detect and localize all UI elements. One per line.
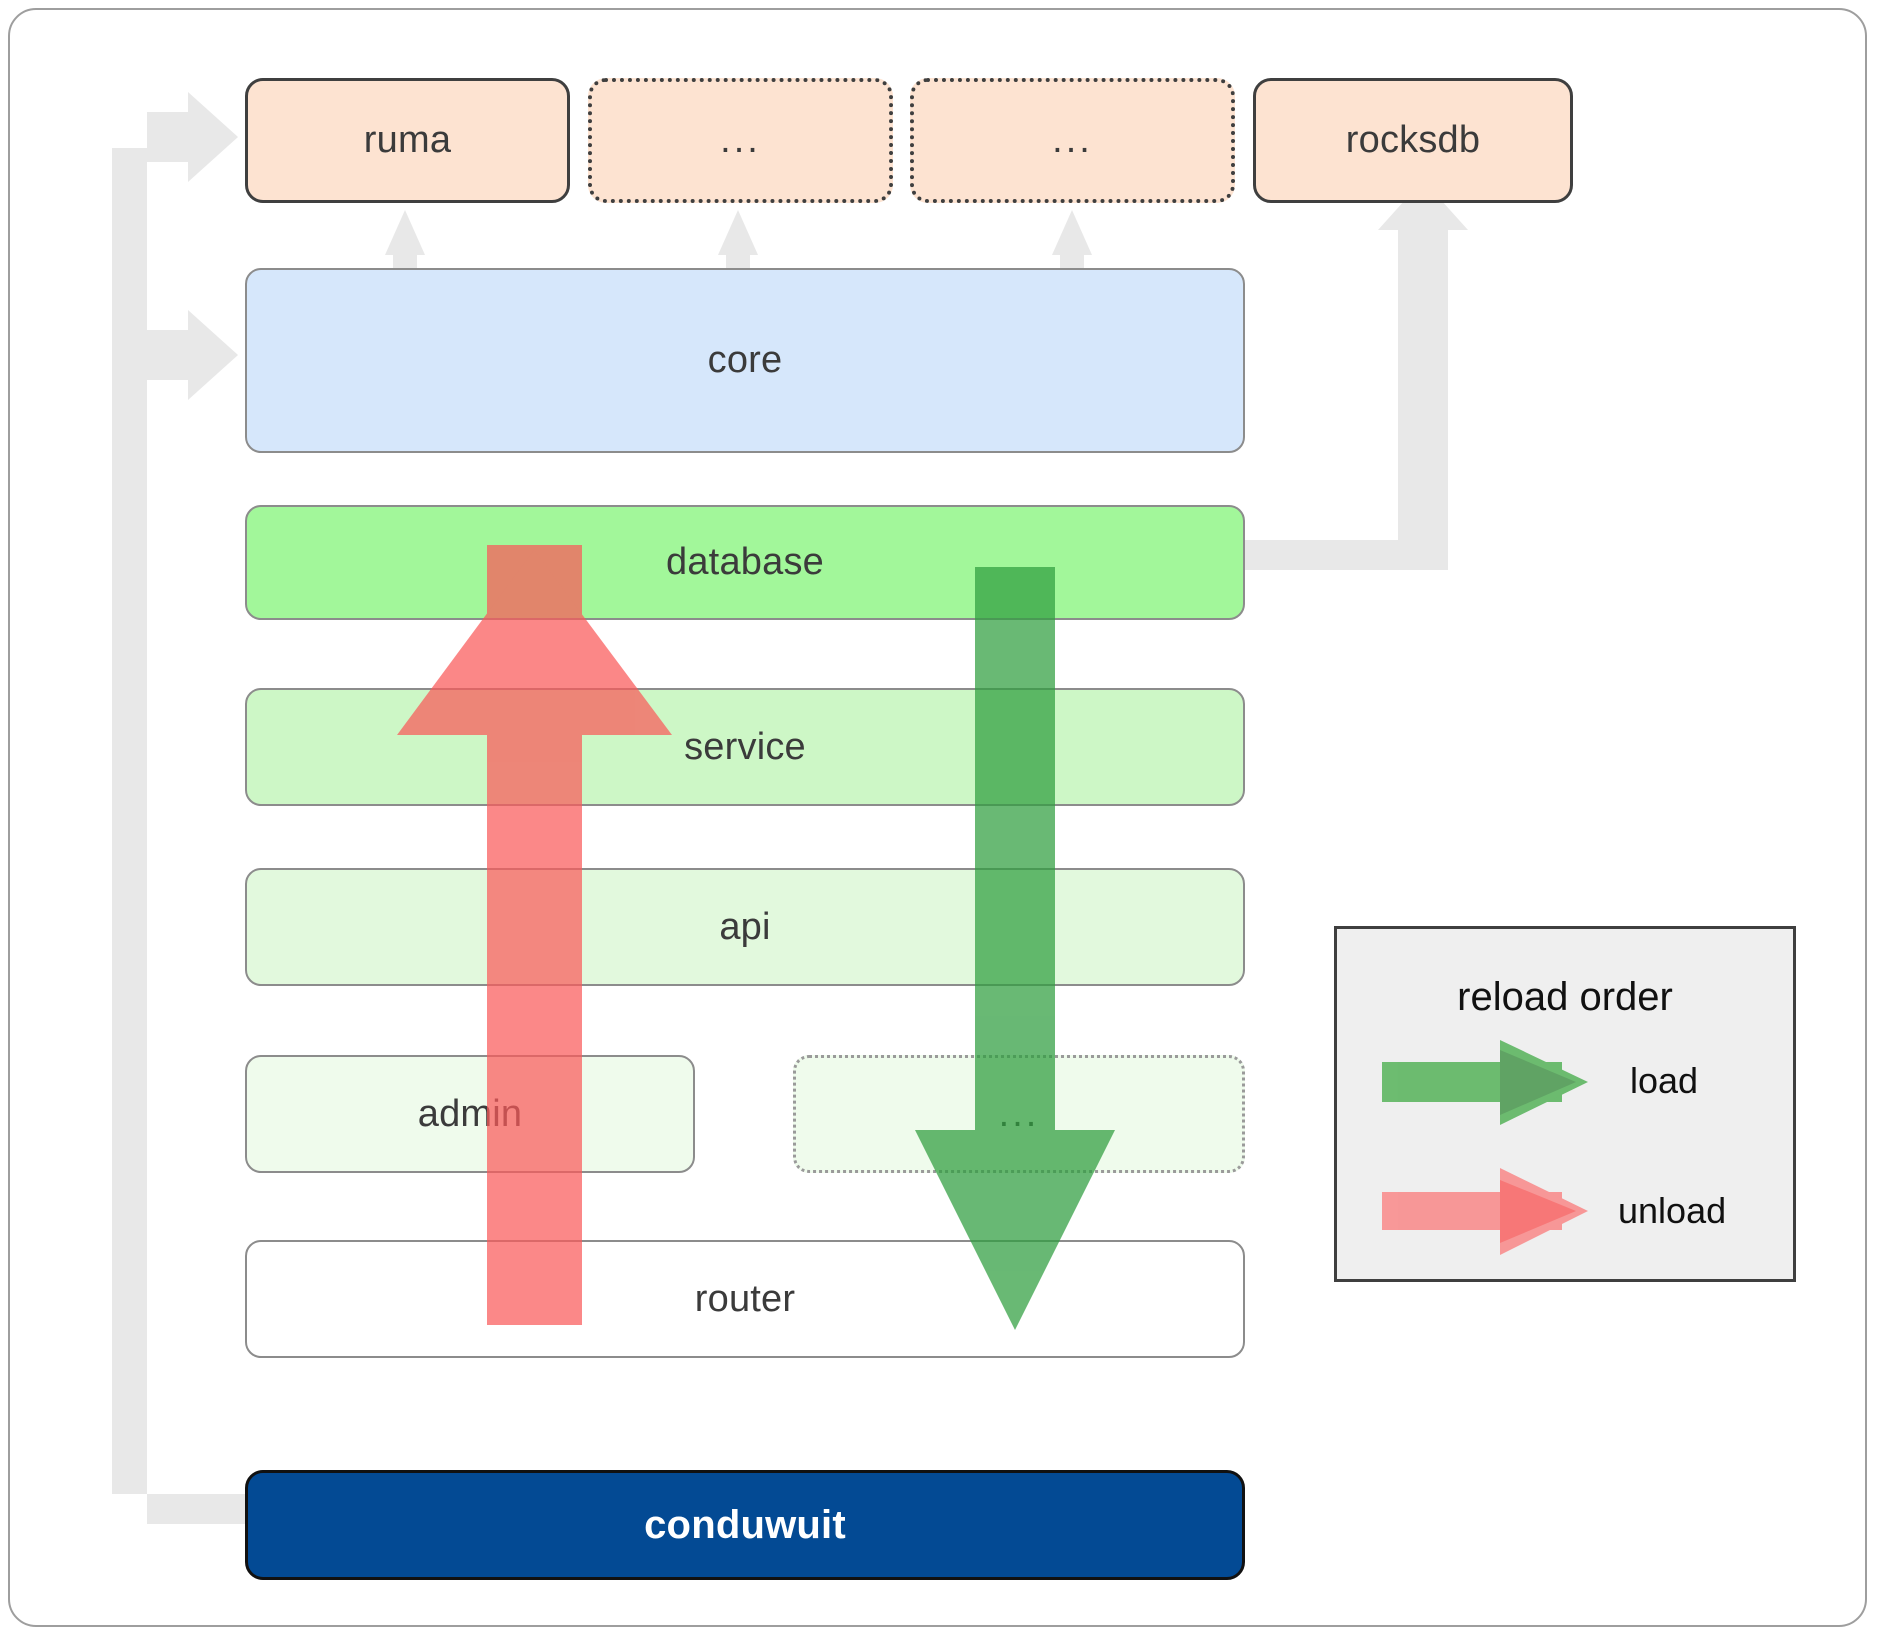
node-api[interactable]: api [245,868,1245,986]
node-dep-more-1[interactable]: ... [588,78,893,203]
node-ruma-label: ruma [363,119,452,161]
node-router[interactable]: router [245,1240,1245,1358]
node-layer-more[interactable]: ... [793,1055,1245,1173]
node-layer-more-label: ... [998,1092,1040,1135]
node-router-label: router [694,1277,796,1320]
node-admin[interactable]: admin [245,1055,695,1173]
node-conduwuit-label: conduwuit [644,1502,846,1547]
node-dep-more-2-label: ... [1052,119,1093,161]
node-database-label: database [666,541,824,583]
node-rocksdb-label: rocksdb [1345,119,1481,161]
legend-label-unload: unload [1618,1190,1727,1231]
node-service[interactable]: service [245,688,1245,806]
node-dep-more-1-label: ... [720,119,761,161]
legend-label-load: load [1630,1060,1699,1101]
node-core[interactable]: core [245,268,1245,453]
legend-panel: reload order [1334,926,1796,1282]
node-rocksdb[interactable]: rocksdb [1253,78,1573,203]
node-ruma[interactable]: ruma [245,78,570,203]
node-admin-label: admin [417,1092,523,1135]
node-api-label: api [719,905,771,948]
node-conduwuit[interactable]: conduwuit [245,1470,1245,1580]
node-core-label: core [707,339,783,381]
node-service-label: service [684,725,806,768]
node-dep-more-2[interactable]: ... [910,78,1235,203]
legend-title: reload order [1457,975,1673,1019]
node-database[interactable]: database [245,505,1245,620]
